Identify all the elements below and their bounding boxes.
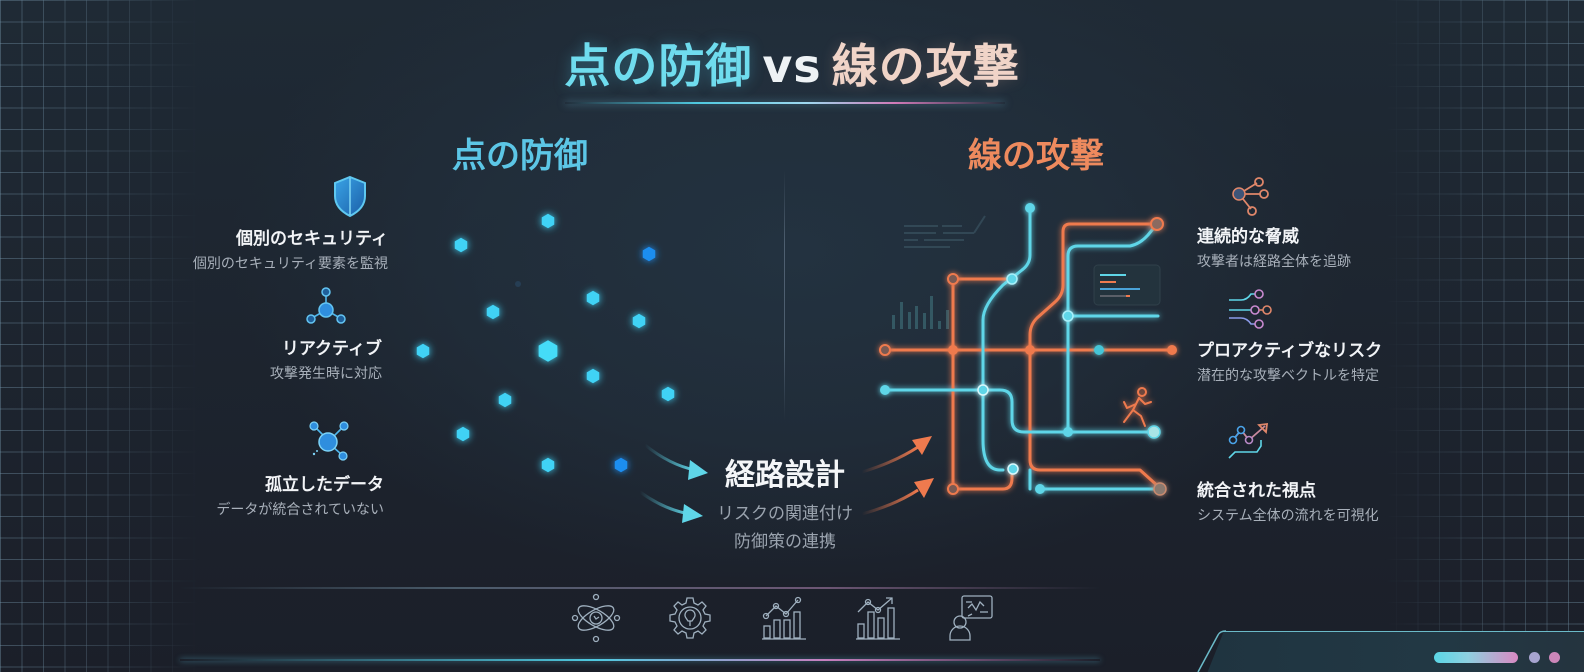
gear-bulb-icon xyxy=(666,594,714,642)
feature-subtitle: 潜在的な攻撃ベクトルを特定 xyxy=(1197,368,1379,384)
share-network-icon xyxy=(1229,174,1277,218)
path-design-line-1: リスクの関連付け xyxy=(717,504,853,524)
feature-title: プロアクティブなリスク xyxy=(1197,341,1383,361)
feature-isolated-data: 孤立したデータ データが統合されていない xyxy=(216,420,384,519)
bottom-icon-row xyxy=(571,593,1002,644)
feature-subtitle: 個別のセキュリティ要素を監視 xyxy=(192,256,388,272)
feature-title: 統合された視点 xyxy=(1197,481,1316,501)
bottom-top-rule xyxy=(180,587,1100,589)
arrows-out-of-path-design xyxy=(861,436,934,516)
center-divider xyxy=(784,170,785,420)
feature-subtitle: 攻撃者は経路全体を追跡 xyxy=(1197,254,1351,270)
feature-proactive-risk: プロアクティブなリスク 潜在的な攻撃ベクトルを特定 xyxy=(1197,288,1382,385)
feature-title: 個別のセキュリティ xyxy=(236,229,388,249)
branching-lines-icon xyxy=(1227,288,1277,329)
runner-icon xyxy=(1123,387,1152,427)
arrows-into-path-design xyxy=(639,443,708,523)
path-design-label: 経路設計 xyxy=(700,450,870,494)
progress-pill xyxy=(1434,652,1518,663)
feature-individual-security: 個別のセキュリティ 個別のセキュリティ要素を監視 xyxy=(193,174,388,273)
section-heading-attack: 線の攻撃 xyxy=(968,136,1104,176)
feature-continuous-threat: 連続的な脅威 攻撃者は経路全体を追跡 xyxy=(1197,174,1351,271)
path-design-line-2: 防御策の連携 xyxy=(734,532,836,552)
feature-title: リアクティブ xyxy=(281,339,382,359)
presenter-chart-icon xyxy=(948,594,996,642)
shield-icon xyxy=(330,174,370,218)
corner-panel-edge xyxy=(1197,630,1227,672)
feature-subtitle: データが統合されていない xyxy=(216,502,384,518)
feature-subtitle: 攻撃発生時に対応 xyxy=(270,366,382,382)
title-underline xyxy=(565,102,1005,104)
bottom-glow-rule xyxy=(180,659,1100,661)
feature-integrated-view: 統合された視点 システム全体の流れを可視化 xyxy=(1197,422,1379,525)
bar-line-chart-icon xyxy=(760,594,808,642)
hub-nodes-icon xyxy=(304,286,348,328)
grid-pattern-left xyxy=(0,0,200,672)
isolated-node-icon xyxy=(306,420,350,464)
atom-orbit-icon xyxy=(571,593,621,643)
bar-trend-arrow-icon xyxy=(854,594,902,642)
corner-panel xyxy=(1200,631,1584,672)
feature-title: 孤立したデータ xyxy=(265,475,384,495)
feature-subtitle: システム全体の流れを可視化 xyxy=(1197,508,1379,524)
grid-pattern-right xyxy=(1384,0,1584,672)
title-left: 点の防御 xyxy=(564,39,753,93)
feature-title: 連続的な脅威 xyxy=(1197,227,1299,247)
attack-path-network-map xyxy=(879,203,1177,496)
path-design-details: リスクの関連付け 防御策の連携 xyxy=(690,500,880,556)
path-design-title: 経路設計 xyxy=(725,458,845,493)
title-vs: vs xyxy=(762,39,822,93)
indicator-dot xyxy=(1529,652,1540,663)
title-right: 線の攻撃 xyxy=(831,39,1020,93)
section-heading-defense: 点の防御 xyxy=(452,136,588,176)
indicator-dot xyxy=(1549,652,1560,663)
feature-reactive: リアクティブ 攻撃発生時に対応 xyxy=(270,286,382,383)
trend-up-icon xyxy=(1227,422,1277,464)
